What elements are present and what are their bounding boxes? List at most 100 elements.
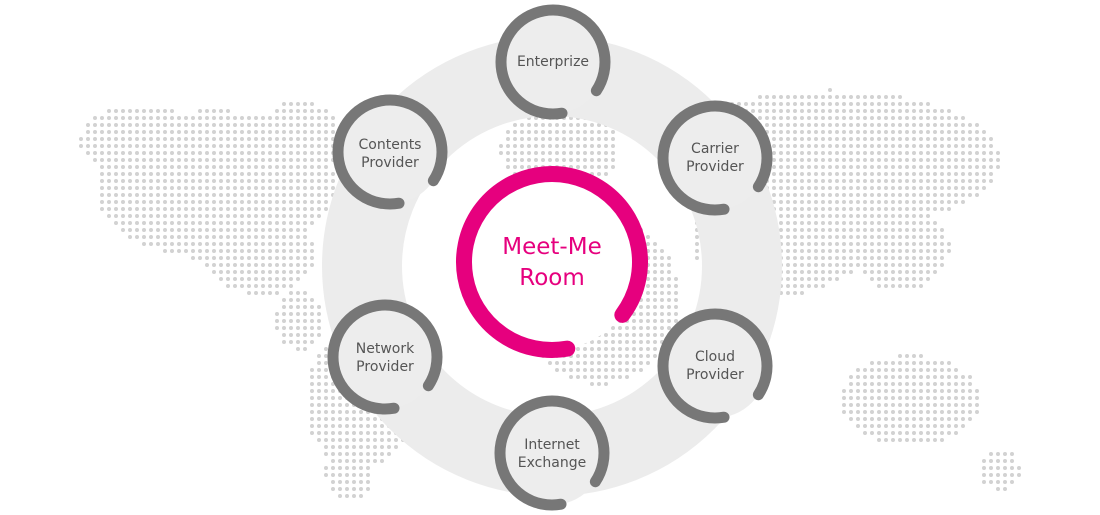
map-dot: [226, 249, 230, 253]
map-dot: [198, 242, 202, 246]
map-dot: [198, 165, 202, 169]
map-dot: [828, 165, 832, 169]
map-dot: [310, 102, 314, 106]
map-dot: [205, 130, 209, 134]
map-dot: [121, 123, 125, 127]
map-dot: [800, 151, 804, 155]
map-dot: [891, 235, 895, 239]
map-dot: [856, 102, 860, 106]
map-dot: [877, 123, 881, 127]
map-dot: [226, 200, 230, 204]
map-dot: [275, 144, 279, 148]
map-dot: [527, 158, 531, 162]
map-dot: [170, 116, 174, 120]
map-dot: [912, 179, 916, 183]
map-dot: [814, 123, 818, 127]
map-dot: [303, 242, 307, 246]
map-dot: [310, 186, 314, 190]
map-dot: [912, 228, 916, 232]
node-label-enterprize-line1: Enterprize: [516, 54, 590, 70]
map-dot: [303, 193, 307, 197]
map-dot: [513, 151, 517, 155]
map-dot: [828, 228, 832, 232]
map-dot: [142, 214, 146, 218]
map-dot: [93, 130, 97, 134]
map-dot: [828, 221, 832, 225]
map-dot: [212, 158, 216, 162]
map-dot: [240, 116, 244, 120]
map-dot: [919, 165, 923, 169]
map-dot: [261, 221, 265, 225]
map-dot: [933, 221, 937, 225]
map-dot: [506, 165, 510, 169]
map-dot: [226, 221, 230, 225]
map-dot: [226, 207, 230, 211]
map-dot: [772, 109, 776, 113]
map-dot: [954, 144, 958, 148]
map-dot: [156, 221, 160, 225]
map-dot: [814, 235, 818, 239]
map-dot: [842, 256, 846, 260]
map-dot: [926, 116, 930, 120]
map-dot: [884, 186, 888, 190]
map-dot: [835, 193, 839, 197]
map-dot: [919, 221, 923, 225]
map-dot: [933, 109, 937, 113]
map-dot: [240, 214, 244, 218]
map-dot: [282, 172, 286, 176]
map-dot: [583, 151, 587, 155]
map-dot: [786, 158, 790, 162]
map-dot: [884, 158, 888, 162]
map-dot: [191, 200, 195, 204]
map-dot: [107, 130, 111, 134]
map-dot: [121, 179, 125, 183]
map-dot: [303, 263, 307, 267]
map-dot: [975, 186, 979, 190]
map-dot: [786, 123, 790, 127]
map-dot: [604, 165, 608, 169]
map-dot: [107, 165, 111, 169]
map-dot: [842, 242, 846, 246]
map-dot: [240, 221, 244, 225]
map-dot: [219, 235, 223, 239]
map-dot: [786, 193, 790, 197]
map-dot: [569, 130, 573, 134]
map-dot: [100, 207, 104, 211]
map-dot: [198, 249, 202, 253]
map-dot: [779, 207, 783, 211]
map-dot: [842, 151, 846, 155]
map-dot: [261, 123, 265, 127]
map-dot: [842, 186, 846, 190]
map-dot: [317, 144, 321, 148]
map-dot: [240, 130, 244, 134]
map-dot: [499, 151, 503, 155]
map-dot: [940, 207, 944, 211]
map-dot: [905, 109, 909, 113]
map-dot: [982, 144, 986, 148]
map-dot: [177, 221, 181, 225]
map-dot: [863, 186, 867, 190]
map-dot: [807, 193, 811, 197]
map-dot: [198, 200, 202, 204]
map-dot: [310, 256, 314, 260]
map-dot: [877, 249, 881, 253]
map-dot: [905, 151, 909, 155]
map-dot: [933, 235, 937, 239]
map-dot: [296, 116, 300, 120]
map-dot: [310, 123, 314, 127]
map-dot: [772, 95, 776, 99]
map-dot: [191, 165, 195, 169]
map-dot: [940, 137, 944, 141]
map-dot: [254, 186, 258, 190]
map-dot: [919, 123, 923, 127]
map-dot: [814, 242, 818, 246]
map-dot: [807, 158, 811, 162]
map-dot: [149, 130, 153, 134]
map-dot: [205, 221, 209, 225]
map-dot: [863, 130, 867, 134]
map-dot: [807, 221, 811, 225]
map-dot: [898, 116, 902, 120]
map-dot: [198, 109, 202, 113]
map-dot: [807, 151, 811, 155]
map-dot: [898, 95, 902, 99]
